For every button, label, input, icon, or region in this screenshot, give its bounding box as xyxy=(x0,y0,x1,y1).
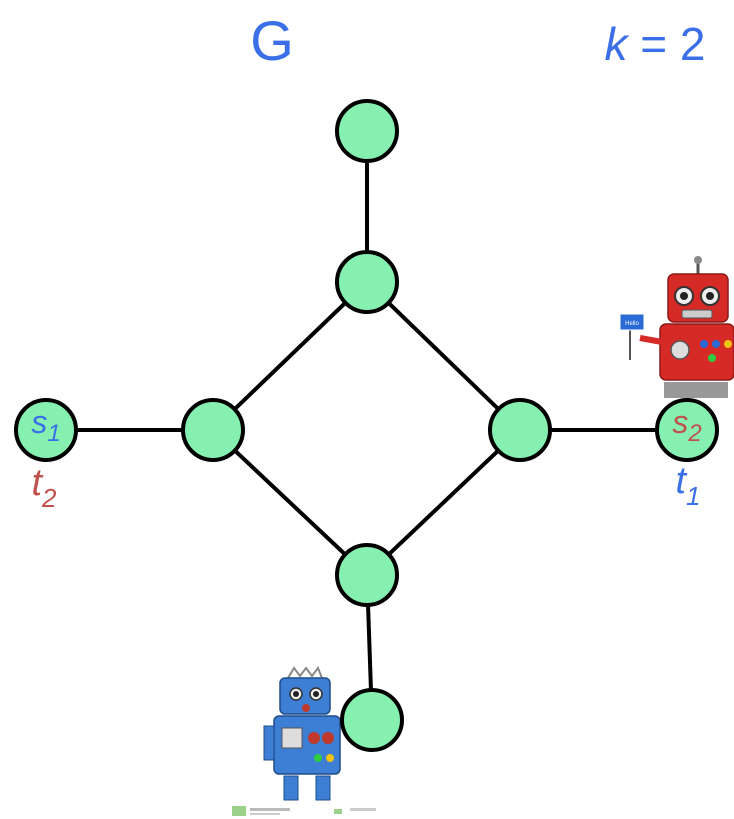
blue-robot-image xyxy=(263,665,341,801)
node-lower xyxy=(335,543,399,607)
k-value: = 2 xyxy=(627,18,705,70)
k-variable: k xyxy=(604,18,629,70)
node-right xyxy=(488,398,552,462)
k-parameter: k = 2 xyxy=(604,18,705,70)
watermark-image xyxy=(232,806,376,816)
t1-label: t1 xyxy=(675,460,700,511)
s2-base: s xyxy=(672,404,688,440)
s1-label: s1 xyxy=(31,404,60,447)
node-left xyxy=(181,398,245,462)
t2-base: t xyxy=(31,462,43,504)
graph-title: G xyxy=(250,9,294,72)
edge-upper-left xyxy=(211,280,369,432)
edge-group xyxy=(46,131,687,721)
red-robot-image: Hello xyxy=(619,256,734,398)
node-top xyxy=(335,99,399,163)
node-bottom xyxy=(340,688,404,752)
node-group xyxy=(14,99,719,752)
s2-sub: 2 xyxy=(687,420,701,447)
t2-sub: 2 xyxy=(41,483,57,513)
node-s2 xyxy=(655,398,719,462)
s1-base: s xyxy=(31,404,47,440)
edge-upper-right xyxy=(365,280,522,432)
t1-sub: 1 xyxy=(686,481,700,511)
s1-sub: 1 xyxy=(47,420,60,447)
t2-label: t2 xyxy=(31,462,57,513)
node-upper xyxy=(335,250,399,314)
node-s1 xyxy=(14,398,78,462)
edge-left-lower xyxy=(211,428,369,577)
robot-sign-text: Hello xyxy=(625,321,639,327)
t1-base: t xyxy=(675,460,687,502)
edge-right-lower xyxy=(365,428,522,577)
s2-label: s2 xyxy=(672,404,701,447)
